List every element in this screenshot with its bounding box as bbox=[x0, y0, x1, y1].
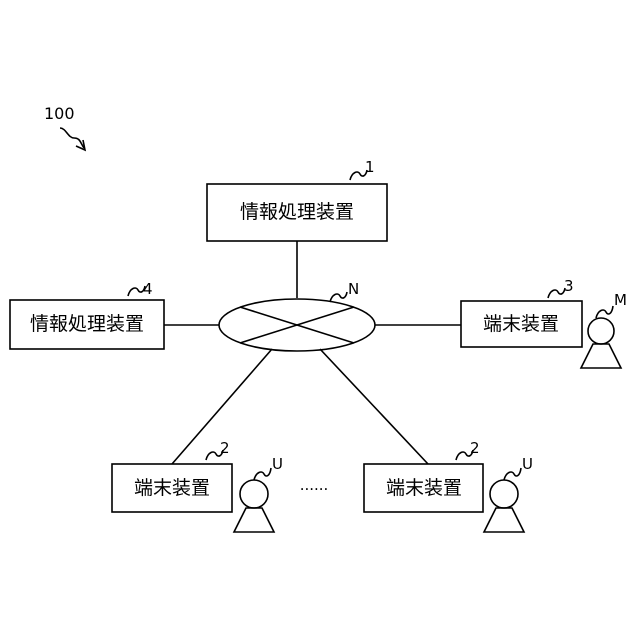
leader-3 bbox=[548, 288, 565, 298]
terminal3-ref: 3 bbox=[564, 279, 574, 294]
user-b-body bbox=[484, 508, 524, 532]
figure-label: 100 bbox=[44, 106, 75, 122]
leader-m bbox=[596, 306, 613, 318]
terminal2a-label: 端末装置 bbox=[134, 479, 210, 498]
terminal3-label: 端末装置 bbox=[483, 315, 559, 334]
user-a-head bbox=[240, 480, 268, 508]
network-ref: N bbox=[348, 282, 359, 297]
terminal2b-label: 端末装置 bbox=[386, 479, 462, 498]
user-b-label: U bbox=[522, 457, 533, 472]
leader-n bbox=[330, 292, 347, 302]
user-a-label: U bbox=[272, 457, 283, 472]
figure-arrow bbox=[60, 128, 84, 148]
link-terminal2b bbox=[320, 349, 428, 464]
ellipsis: ...... bbox=[300, 478, 329, 493]
manager-label: M bbox=[614, 293, 627, 308]
user-b-head bbox=[490, 480, 518, 508]
manager-body bbox=[581, 344, 621, 368]
leader-u-a bbox=[254, 468, 271, 480]
terminal2a-ref: 2 bbox=[220, 441, 230, 456]
leader-u-b bbox=[504, 468, 521, 480]
user-a-body bbox=[234, 508, 274, 532]
manager-head bbox=[588, 318, 614, 344]
server1-ref: 1 bbox=[365, 160, 375, 175]
server4-ref: 4 bbox=[143, 282, 153, 297]
terminal2b-ref: 2 bbox=[470, 441, 480, 456]
server1-label: 情報処理装置 bbox=[240, 203, 354, 222]
server4-label: 情報処理装置 bbox=[30, 315, 144, 334]
